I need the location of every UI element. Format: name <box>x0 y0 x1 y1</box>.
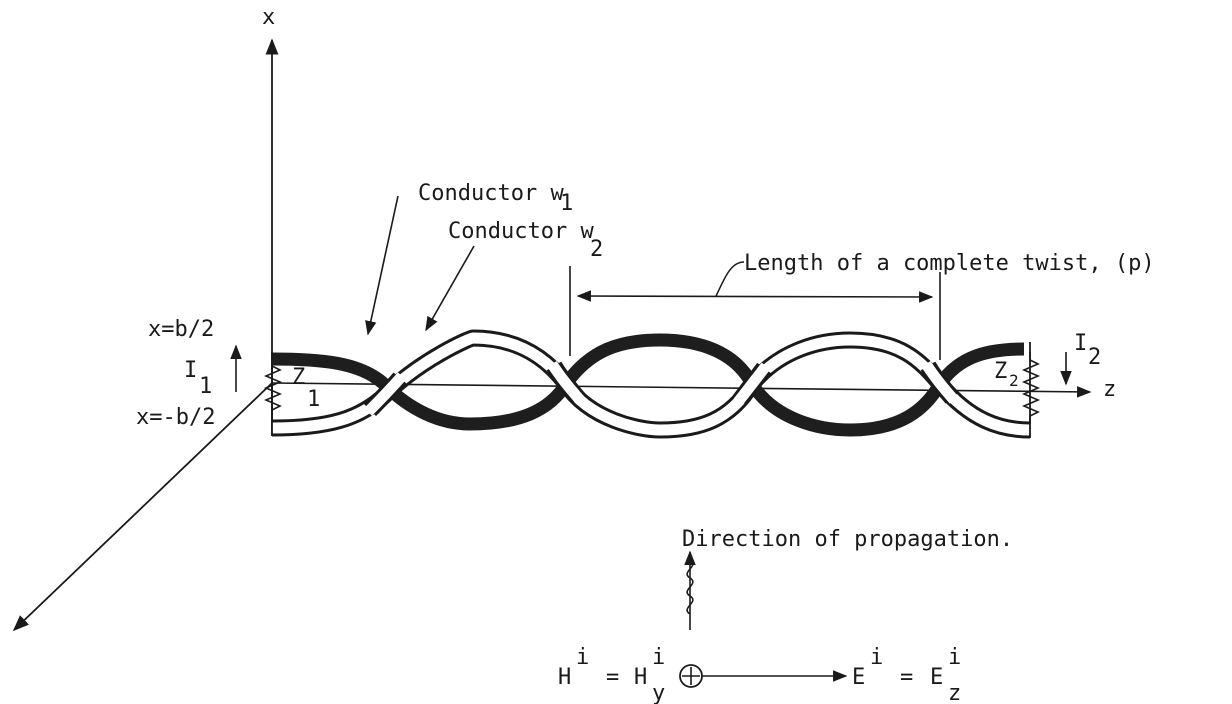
conductor-w2-subscript: 2 <box>590 237 603 262</box>
load-z1-subscript: 1 <box>307 387 320 412</box>
load-z2: Z 2 <box>994 352 1041 424</box>
e-field-rhs-sub: z <box>948 681 961 704</box>
e-field-rhs-symbol: E <box>930 665 943 690</box>
y-axis <box>12 382 273 632</box>
h-field-rhs-sub: y <box>652 681 665 704</box>
conductor-w1-leader <box>365 195 399 336</box>
conductor-w2-crossover-2-fill <box>547 360 585 404</box>
conductor-w2 <box>271 329 1031 439</box>
resistor-z1 <box>263 360 283 416</box>
conductor-w1 <box>271 333 1025 437</box>
twisted-pair <box>271 329 1031 439</box>
h-field-rhs-symbol: H <box>634 665 647 690</box>
current-i2-letter: I <box>1074 331 1087 356</box>
e-field-eq: = <box>900 665 913 690</box>
e-field-symbol: E <box>852 665 865 690</box>
h-field-eq: = <box>606 665 619 690</box>
conductor-w2-crossover-3-fill <box>733 362 771 406</box>
callout-conductor-w2: Conductor w 2 <box>425 219 603 332</box>
load-z2-subscript: 2 <box>1009 371 1019 390</box>
e-field-rhs-sup: i <box>948 645 961 670</box>
h-field-rhs-sup: i <box>652 645 665 670</box>
e-field-sup: i <box>870 645 883 670</box>
callout-conductor-w1: Conductor w 1 <box>365 181 573 336</box>
conductor-w2-label: Conductor w <box>448 219 594 244</box>
current-i1-subscript: 1 <box>199 374 212 399</box>
twist-length-label: Length of a complete twist, (p) <box>744 251 1155 276</box>
h-field-symbol: H <box>558 665 571 690</box>
current-i2-subscript: 2 <box>1088 345 1101 370</box>
z-axis-label: z <box>1103 377 1116 402</box>
x-axis-label: x <box>262 5 275 30</box>
load-z2-letter: Z <box>994 359 1007 384</box>
current-i1: I 1 <box>184 344 242 399</box>
twist-length-dimension: Length of a complete twist, (p) <box>569 251 1155 360</box>
twist-length-leader <box>715 261 745 297</box>
current-i1-letter: I <box>184 358 197 383</box>
twist-length-arrow-line <box>576 290 934 303</box>
label-x-bottom: x=-b/2 <box>136 405 215 430</box>
conductor-w1-label: Conductor w <box>418 181 564 206</box>
propagation-wave-icon <box>686 559 694 615</box>
propagation-label: Direction of propagation. <box>682 527 1013 552</box>
label-x-top: x=b/2 <box>148 317 214 342</box>
load-z1: Z 1 <box>263 360 320 416</box>
h-field-sup: i <box>576 645 589 670</box>
conductor-w2-crossover-1-fill <box>364 372 407 416</box>
conductor-w1-subscript: 1 <box>560 191 573 216</box>
resistor-z2 <box>1021 352 1041 424</box>
load-z1-letter: Z <box>292 365 305 390</box>
incident-wave: Direction of propagation. H i = H i y E … <box>558 527 1013 704</box>
current-i2: I 2 <box>1060 331 1101 386</box>
conductor-w2-leader <box>425 245 475 332</box>
conductor-w2-crossover-4-fill <box>921 360 959 404</box>
